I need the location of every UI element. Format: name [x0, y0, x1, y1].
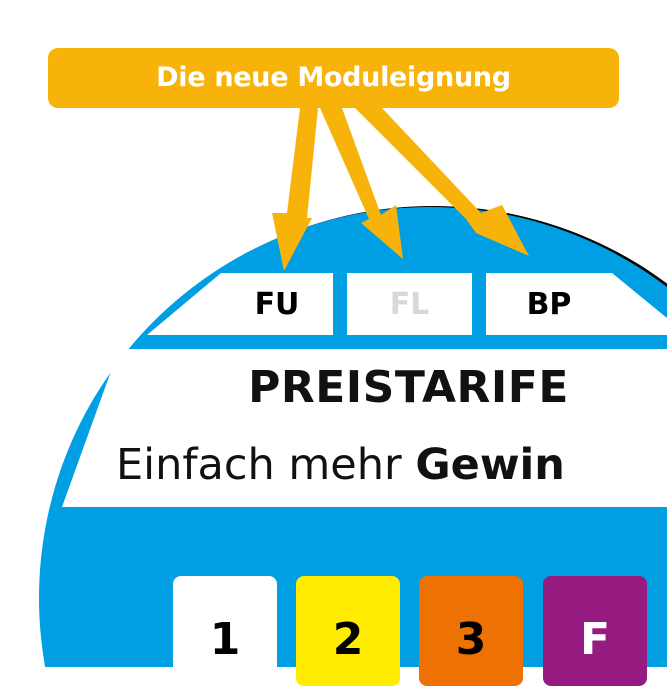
subtitle-regular: Einfach mehr — [116, 440, 416, 490]
arrow-icon — [355, 108, 529, 256]
module-bp: BP — [526, 287, 572, 322]
page-subtitle: Einfach mehr Gewin — [116, 440, 565, 490]
badge-graphic — [39, 48, 667, 667]
tier-label: F — [579, 614, 611, 665]
page-title: PREISTARIFE — [248, 362, 569, 413]
module-fl: FL — [389, 287, 430, 322]
subtitle-bold: Gewin — [415, 440, 565, 490]
tier-label: 1 — [209, 614, 241, 665]
arrows — [272, 108, 529, 271]
tier-f: F — [543, 576, 647, 686]
banner-label: Die neue Moduleignung — [156, 62, 511, 93]
module-slot-bp-bg — [486, 273, 667, 335]
tier-1: 1 — [173, 576, 277, 686]
module-slot-fl-bg — [347, 273, 472, 335]
module-slot-fu-bg — [147, 273, 333, 335]
module-fu: FU — [254, 287, 300, 322]
tier-2: 2 — [296, 576, 400, 686]
arrow-icon — [272, 108, 318, 271]
tier-3: 3 — [419, 576, 523, 686]
tier-label: 3 — [455, 614, 487, 665]
title-band-bg — [62, 349, 667, 507]
tier-label: 2 — [332, 614, 364, 665]
banner-bg — [48, 48, 619, 108]
arrow-icon — [320, 108, 403, 259]
